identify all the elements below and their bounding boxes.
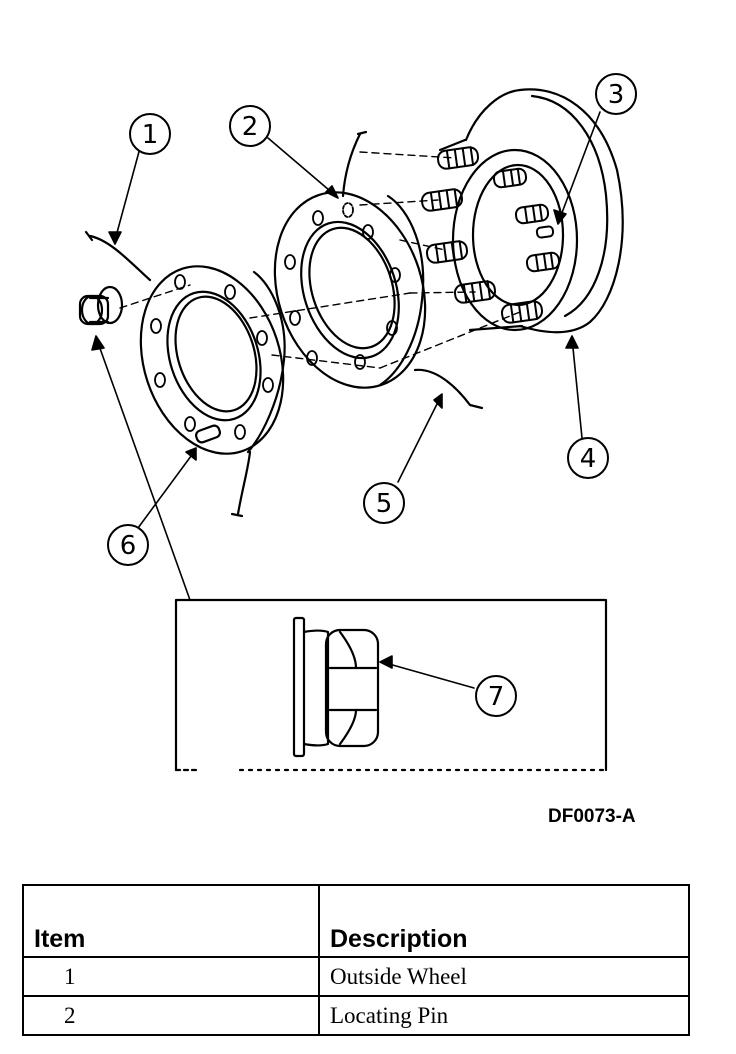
wheel-studs bbox=[420, 146, 561, 324]
row-description: Locating Pin bbox=[318, 995, 690, 1036]
flanged-wheel-nut bbox=[292, 616, 380, 758]
row-item: 2 bbox=[22, 995, 320, 1036]
callout-2: 2 bbox=[229, 105, 271, 147]
callout-3: 3 bbox=[595, 73, 637, 115]
callout-5: 5 bbox=[363, 482, 405, 524]
table-row: 1 Outside Wheel bbox=[22, 956, 690, 997]
leader-lines bbox=[91, 111, 601, 689]
svg-text:7: 7 bbox=[488, 682, 505, 712]
callout-1: 1 bbox=[129, 113, 171, 155]
wheel-assembly-diagram: 1 2 3 4 5 6 7 bbox=[78, 73, 637, 772]
wheel-nut-small bbox=[78, 285, 124, 326]
svg-text:1: 1 bbox=[142, 120, 159, 150]
inner-wheel bbox=[273, 130, 484, 410]
row-description: Outside Wheel bbox=[318, 956, 690, 997]
callout-6: 6 bbox=[107, 524, 149, 566]
svg-text:6: 6 bbox=[120, 531, 137, 561]
svg-text:4: 4 bbox=[580, 444, 597, 474]
svg-text:2: 2 bbox=[242, 112, 259, 142]
row-item: 1 bbox=[22, 956, 320, 997]
inset-box bbox=[174, 598, 608, 772]
header-description: Description bbox=[318, 884, 690, 958]
figure-id: DF0073-A bbox=[548, 806, 636, 827]
header-item: Item bbox=[22, 884, 320, 958]
outside-wheel bbox=[84, 230, 286, 518]
table-row: 2 Locating Pin bbox=[22, 995, 690, 1036]
table-header-row: Item Description bbox=[22, 884, 690, 958]
svg-text:3: 3 bbox=[608, 80, 625, 110]
svg-text:5: 5 bbox=[376, 489, 393, 519]
callout-7: 7 bbox=[475, 675, 517, 717]
items-table: Item Description 1 Outside Wheel 2 Locat… bbox=[22, 884, 690, 1036]
callouts: 1 2 3 4 5 6 7 bbox=[107, 73, 637, 717]
callout-4: 4 bbox=[567, 437, 609, 479]
